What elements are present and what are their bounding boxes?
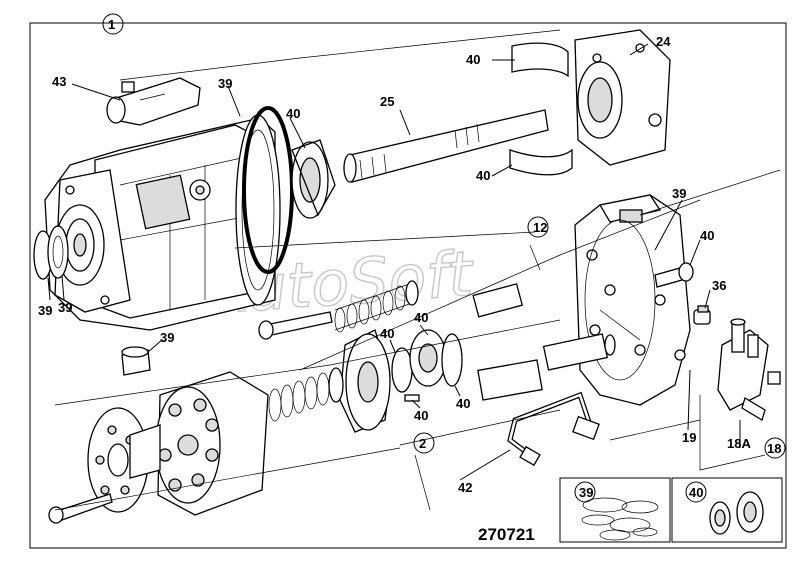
part-43-valve-block: [106, 77, 201, 126]
kit-box-39: [559, 477, 671, 543]
label-43: 43: [52, 74, 66, 89]
assembly-guide-lines: [54, 29, 781, 511]
label-39-front-b: 39: [58, 300, 72, 315]
label-40-bearing: 40: [286, 106, 300, 121]
kit-bearings: [709, 491, 764, 535]
label-40-ring-small: 40: [380, 326, 394, 341]
kit-box-40: [671, 477, 783, 543]
drain-plug: [121, 346, 151, 376]
label-40-bearing-mid: 40: [414, 310, 428, 325]
leader-lines: [47, 43, 741, 481]
callout-1: 1: [108, 17, 115, 32]
label-42: 42: [458, 480, 472, 495]
label-40-shell-lower: 40: [476, 168, 490, 183]
o-ring-40-right: [441, 333, 463, 387]
spline-shaft-short: [129, 424, 161, 479]
front-seal-ring-inner: [47, 225, 69, 279]
label-40-bolt: 40: [700, 228, 714, 243]
spring-lower: [268, 367, 344, 422]
flange-24: [574, 29, 671, 166]
swash-plate: [339, 329, 391, 433]
half-shell-40-upper: [511, 42, 569, 78]
spring-upper: [334, 280, 419, 333]
label-39-plug: 39: [160, 330, 174, 345]
label-19: 19: [682, 430, 696, 445]
half-shell-40-lower: [509, 148, 573, 176]
pin-washer: [258, 320, 274, 340]
bearing-40-middle: [409, 329, 447, 387]
label-18a: 18A: [727, 436, 751, 451]
callout-18: 18: [767, 441, 781, 456]
plug-36: [693, 305, 711, 325]
lower-pin: [48, 493, 113, 524]
kit-label-40: 40: [689, 485, 703, 500]
label-36: 36: [712, 278, 726, 293]
valve-block-18a: [717, 318, 781, 421]
label-40-shell-upper: 40: [466, 52, 480, 67]
cylinder-block: [155, 371, 269, 516]
callout-2: 2: [419, 436, 426, 451]
diagram-frame: [29, 22, 787, 549]
ring-40-small: [391, 347, 413, 393]
label-40-pin: 40: [414, 408, 428, 423]
bearing-40-upper: [291, 139, 336, 219]
label-39-cover: 39: [672, 186, 686, 201]
kit-o-rings: [581, 497, 659, 541]
label-25: 25: [380, 94, 394, 109]
label-39-ring: 39: [218, 76, 232, 91]
pistons-pair: [472, 283, 616, 401]
bolt-40-right: [654, 262, 694, 288]
kit-label-39: 39: [579, 485, 593, 500]
label-39-front-a: 39: [38, 303, 52, 318]
callout-12: 12: [533, 220, 547, 235]
drawing-number: 270721: [478, 525, 535, 544]
drive-shaft-25: [343, 109, 549, 183]
label-40-oring: 40: [456, 396, 470, 411]
pin-40-small: [404, 394, 420, 402]
label-24: 24: [656, 34, 671, 49]
pipe-42: [507, 391, 600, 467]
